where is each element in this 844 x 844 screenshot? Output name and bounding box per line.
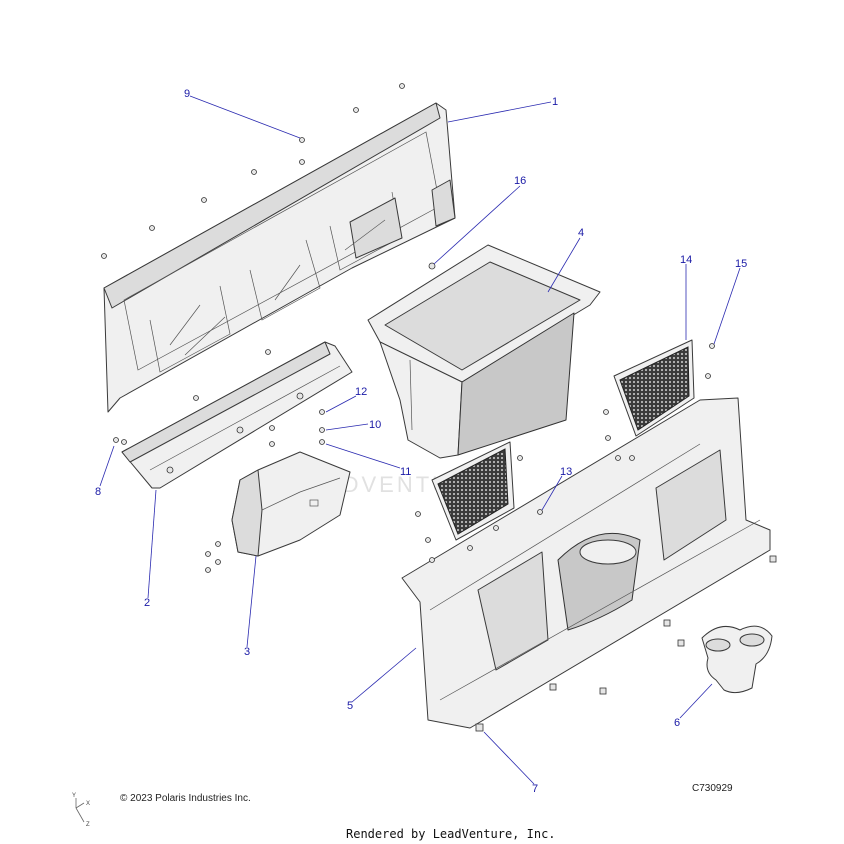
callout-labels: 1 2 3 4 5 6 7 8 9 10 11 12 13 14 15 16 <box>95 88 747 795</box>
rendered-by: Rendered by LeadVenture, Inc. <box>346 827 556 841</box>
callout-9[interactable]: 9 <box>184 88 190 100</box>
copyright: © 2023 Polaris Industries Inc. <box>120 793 251 804</box>
callout-13[interactable]: 13 <box>560 466 572 478</box>
callout-6[interactable]: 6 <box>674 717 680 729</box>
callout-2[interactable]: 2 <box>144 597 150 609</box>
part-6-cup-holder <box>701 625 773 694</box>
callout-15[interactable]: 15 <box>735 258 747 270</box>
axis-y-label: Y <box>72 793 76 799</box>
part-14-mesh-panel <box>613 339 695 437</box>
callout-1[interactable]: 1 <box>552 96 558 108</box>
leader-lines <box>99 95 741 785</box>
callout-8[interactable]: 8 <box>95 486 101 498</box>
callout-7[interactable]: 7 <box>532 783 538 795</box>
drawing-number: C730929 <box>692 783 733 794</box>
callout-11[interactable]: 11 <box>400 466 411 478</box>
callout-3[interactable]: 3 <box>244 646 250 658</box>
callout-16[interactable]: 16 <box>514 175 526 187</box>
part-4-storage-bin <box>367 244 601 459</box>
callout-14[interactable]: 14 <box>680 254 692 266</box>
axis-x-label: X <box>86 801 90 807</box>
callout-10[interactable]: 10 <box>369 419 381 431</box>
callout-5[interactable]: 5 <box>347 700 353 712</box>
part-5-lower-panel <box>401 397 771 729</box>
part-13-mesh-panel <box>431 441 515 541</box>
axis-triad-icon: Y X Z <box>72 793 90 828</box>
part-1-rear-panel <box>103 102 456 413</box>
axis-z-label: Z <box>86 822 90 828</box>
part-3-cover <box>231 451 351 557</box>
part-2-bracket-rail <box>121 341 353 489</box>
callout-12[interactable]: 12 <box>355 386 367 398</box>
fasteners <box>101 83 777 732</box>
callout-4[interactable]: 4 <box>578 227 584 239</box>
